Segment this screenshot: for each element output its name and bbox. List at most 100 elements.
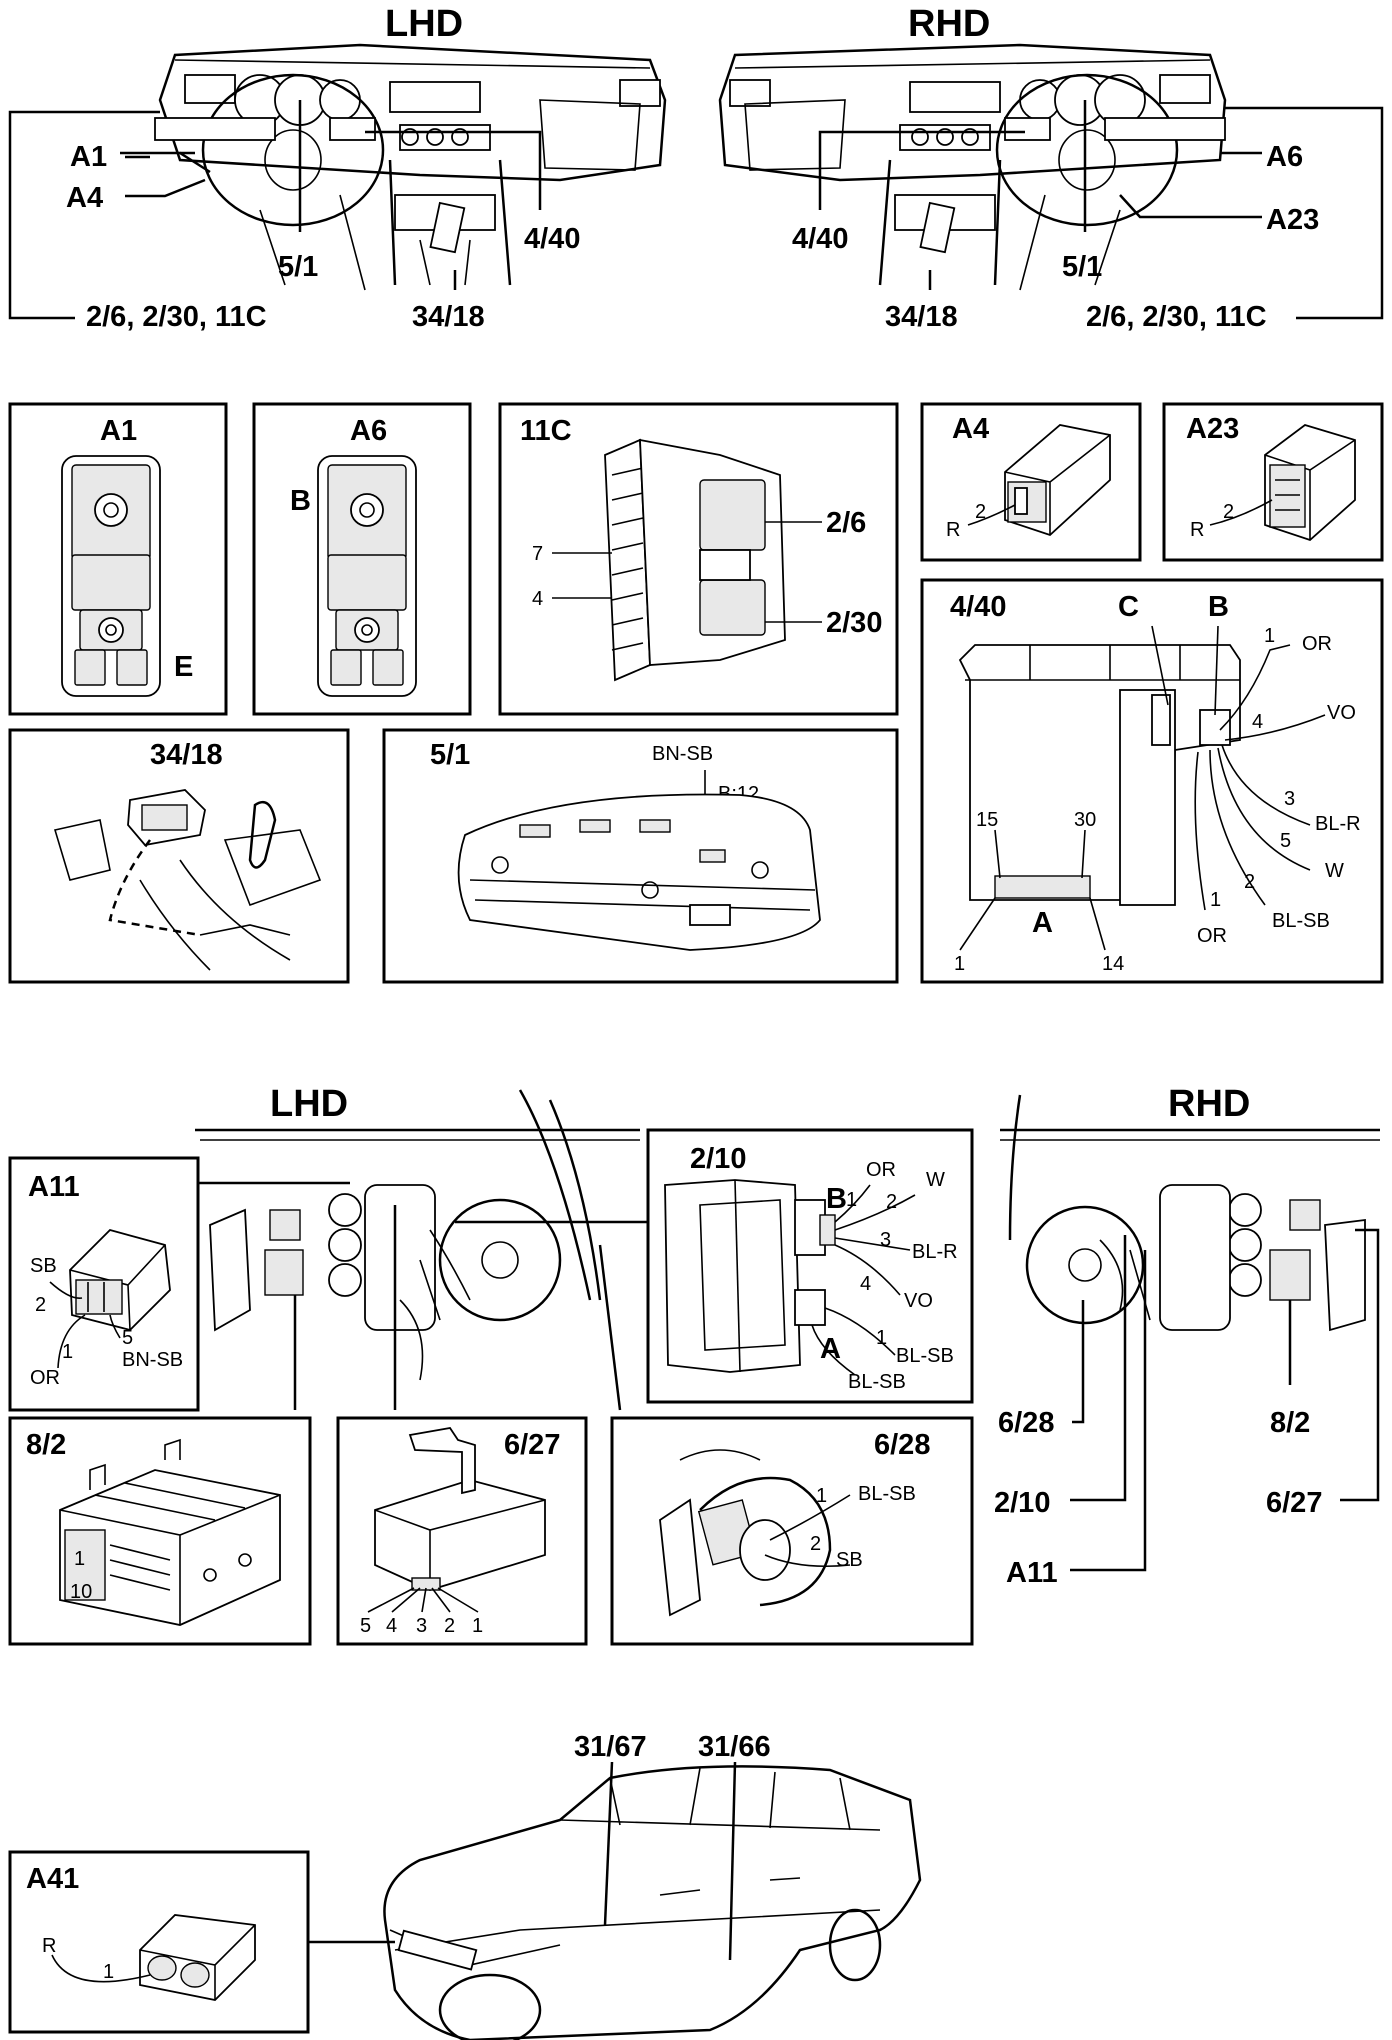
panel-4-40-p15: 15 — [976, 809, 998, 831]
rhd-callout-6-28: 6/28 — [998, 1407, 1054, 1439]
callout-31-66: 31/66 — [698, 1731, 771, 1763]
car-drawing — [383, 1765, 922, 2040]
rhd-callout-8-2: 8/2 — [1270, 1407, 1310, 1439]
fuse-relay-box-8-2-drawing — [59, 1438, 281, 1626]
lhd-callout-5-1: 5/1 — [278, 251, 318, 283]
panel-2-10-wire-blsb2: BL-SB — [848, 1371, 906, 1393]
rhd-callout-4-40: 4/40 — [792, 223, 848, 255]
rhd-callout-34-18: 34/18 — [885, 301, 958, 333]
panel-4-40-p30: 30 — [1074, 809, 1096, 831]
panel-6-28-wire-blsb: BL-SB — [858, 1483, 916, 1505]
control-module-4-40-drawing — [958, 644, 1241, 906]
panel-6-28-pin1: 1 — [816, 1485, 827, 1507]
panel-4-40-title: 4/40 — [950, 591, 1006, 623]
rhd-callout-a23: A23 — [1266, 204, 1319, 236]
panel-2-10-title: 2/10 — [690, 1143, 746, 1175]
panel-4-40-pin3: 3 — [1284, 788, 1295, 810]
lhd-callout-34-18: 34/18 — [412, 301, 485, 333]
panel-a4-wire: R — [946, 519, 960, 541]
rhd-callout-a11: A11 — [1006, 1557, 1058, 1589]
panel-a23-wire: R — [1190, 519, 1204, 541]
panel-4-40-pin1b: 1 — [1210, 889, 1221, 911]
rhd-title: RHD — [908, 3, 990, 45]
panel-11c-2-30: 2/30 — [826, 607, 882, 639]
lhd-callout-a1: A1 — [70, 141, 107, 173]
panel-a11-wire-or: OR — [30, 1367, 60, 1389]
lhd-interior-drawing — [195, 1089, 640, 1381]
panel-6-28-title: 6/28 — [874, 1429, 930, 1461]
panel-8-2-pin1: 1 — [74, 1548, 85, 1570]
panel-5-1: 5/1 BN-SB B:12 — [382, 728, 899, 984]
panel-a11-pin1: 1 — [62, 1341, 73, 1363]
gear-selector-drawing — [53, 789, 322, 971]
panel-a6-label-b: B — [290, 485, 311, 517]
panel-11c-title: 11C — [520, 415, 572, 447]
sensor-6-27-drawing — [374, 1427, 546, 1591]
panel-4-40-wire-w: W — [1325, 860, 1344, 882]
connector-a11-drawing — [69, 1228, 171, 1332]
panel-6-27-title: 6/27 — [504, 1429, 560, 1461]
panel-8-2-pin10: 10 — [70, 1581, 92, 1603]
rhd-interior-drawing — [1000, 1094, 1380, 1332]
panel-a41-pin: 1 — [103, 1961, 114, 1983]
lhd-callout-4-40: 4/40 — [524, 223, 580, 255]
panel-a4-pin: 2 — [975, 501, 986, 523]
panel-a6-title: A6 — [350, 415, 387, 447]
sensor-6-28-drawing — [659, 1449, 832, 1617]
panel-11c: 11C 7 4 2/6 2/30 — [498, 402, 899, 716]
lhd-title: LHD — [385, 3, 463, 45]
panel-8-2-title: 8/2 — [26, 1429, 66, 1461]
panel-a4: A4 2 R — [920, 402, 1142, 562]
panel-a11-title: A11 — [28, 1171, 80, 1203]
instrument-cluster-drawing — [457, 793, 821, 951]
panel-a41-wire: R — [42, 1935, 56, 1957]
rhd-callout-5-1: 5/1 — [1062, 251, 1102, 283]
panel-2-10-pin1a: 1 — [876, 1327, 887, 1349]
middle-section: LHD RHD — [195, 1083, 1380, 1589]
fuse-box-11c-drawing — [604, 438, 786, 682]
panel-6-28: 6/28 1 BL-SB 2 SB — [610, 1416, 974, 1646]
panel-2-10-conn-a: A — [820, 1333, 841, 1365]
panel-6-27-pin-2: 2 — [444, 1615, 455, 1637]
panel-4-40-wire-vo: VO — [1327, 702, 1356, 724]
panel-11c-pin7: 7 — [532, 543, 543, 565]
panel-2-10-pin3: 3 — [880, 1229, 891, 1251]
panel-4-40-conn-b: B — [1208, 591, 1229, 623]
panel-4-40: 4/40 C B 1 OR 4 VO 3 BL-R 5 W 2 BL-SB 1 … — [920, 578, 1384, 984]
panel-6-27-pin-5: 5 — [360, 1615, 371, 1637]
panel-6-28-wire-sb: SB — [836, 1549, 863, 1571]
panel-2-10-pin4: 4 — [860, 1273, 871, 1295]
panel-a23-title: A23 — [1186, 413, 1239, 445]
panel-2-10: 2/10 B 1 OR 2 W 3 BL-R 4 VO A 1 BL-SB BL… — [646, 1128, 974, 1404]
rhd-dashboard-section: RHD A6 — [718, 3, 1384, 333]
panel-a23: A23 2 R — [1162, 402, 1384, 562]
panel-6-27-pin-4: 4 — [386, 1615, 397, 1637]
panel-4-40-p14: 14 — [1102, 953, 1124, 975]
panel-34-18-title: 34/18 — [150, 739, 223, 771]
panel-a41-title: A41 — [26, 1863, 79, 1895]
panel-2-10-wire-or: OR — [866, 1159, 896, 1181]
panel-4-40-pin4: 4 — [1252, 711, 1263, 733]
connector-a6-drawing — [317, 455, 417, 697]
rhd-callout-6-27: 6/27 — [1266, 1487, 1322, 1519]
connector-a41-drawing — [139, 1914, 256, 2001]
panel-a11-wire-bnsb: BN-SB — [122, 1349, 183, 1371]
lhd-callout-group: 2/6, 2/30, 11C — [86, 301, 267, 333]
panel-a1-label-e: E — [174, 651, 193, 683]
connector-a23-drawing — [1264, 424, 1356, 542]
panel-6-27-pin-1: 1 — [472, 1615, 483, 1637]
panel-a1-title: A1 — [100, 415, 137, 447]
panel-2-10-wire-vo: VO — [904, 1290, 933, 1312]
panel-a11-pin2: 2 — [35, 1294, 46, 1316]
callout-31-67: 31/67 — [574, 1731, 647, 1763]
lhd-dashboard-drawing — [154, 43, 667, 291]
panel-4-40-wire-or: OR — [1302, 633, 1332, 655]
panel-4-40-pin1: 1 — [1264, 625, 1275, 647]
panel-4-40-wire-or2: OR — [1197, 925, 1227, 947]
middle-lhd-title: LHD — [270, 1083, 348, 1125]
rhd-callout-2-10: 2/10 — [994, 1487, 1050, 1519]
connector-a4-drawing — [1004, 424, 1111, 537]
panel-11c-pin4: 4 — [532, 588, 543, 610]
panel-a6: A6 B — [252, 402, 472, 716]
